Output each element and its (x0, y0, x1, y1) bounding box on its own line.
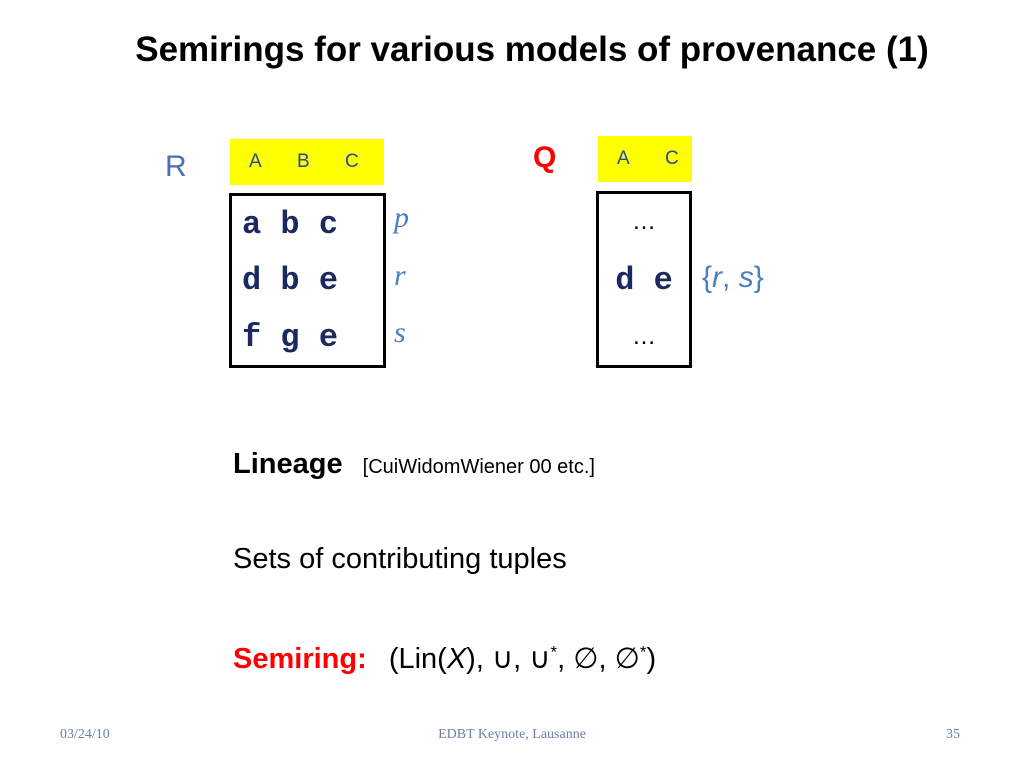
description-text: Sets of contributing tuples (233, 543, 567, 575)
relation-q-name: Q (533, 141, 557, 174)
lineage-line: Lineage [CuiWidomWiener 00 etc.] (233, 448, 595, 481)
annotation-comma: , (722, 261, 731, 294)
semiring-line: Semiring: (Lin(X), ∪, ∪*, ∅, ∅*) (233, 641, 656, 676)
relation-q-col-c: C (665, 148, 679, 169)
relation-r-row-1: a b c (242, 206, 339, 243)
annotation-open-brace: { (702, 261, 713, 294)
relation-r-col-b: B (297, 151, 310, 172)
lineage-citation: [CuiWidomWiener 00 etc.] (362, 456, 595, 478)
relation-r-annotation-2: r (394, 259, 406, 292)
footer-page-number: 35 (946, 727, 960, 742)
relation-q-row-2: d e (615, 262, 673, 299)
relation-r-name: R (165, 150, 187, 183)
slide-title: Semirings for various models of provenan… (135, 30, 929, 69)
semiring-expression: (Lin(X), ∪, ∪*, ∅, ∅*) (388, 642, 657, 675)
relation-r-annotation-3: s (394, 316, 406, 349)
relation-r-row-3: f g e (242, 319, 339, 356)
footer-date: 03/24/10 (60, 727, 110, 742)
lineage-label: Lineage (233, 448, 343, 480)
relation-q-annotation: {r, s} (702, 261, 764, 295)
semiring-label: Semiring: (233, 643, 367, 675)
annotation-close-brace: } (753, 261, 764, 294)
relation-q-row-3: … (632, 323, 656, 350)
relation-q-table: … d e … (596, 191, 692, 368)
relation-r-col-c: C (345, 151, 359, 172)
annotation-var-s: s (738, 261, 754, 294)
relation-r-col-a: A (249, 151, 262, 172)
relation-q-header: A C (598, 136, 692, 182)
relation-r-annotation-1: p (394, 201, 409, 234)
relation-r-header: A B C (230, 139, 384, 185)
relation-q-row-1: … (632, 208, 656, 235)
annotation-var-r: r (712, 261, 723, 294)
relation-r-table: a b c d b e f g e (229, 193, 386, 368)
footer-center: EDBT Keynote, Lausanne (438, 727, 586, 742)
relation-q-col-a: A (617, 148, 630, 169)
relation-r-row-2: d b e (242, 262, 339, 299)
